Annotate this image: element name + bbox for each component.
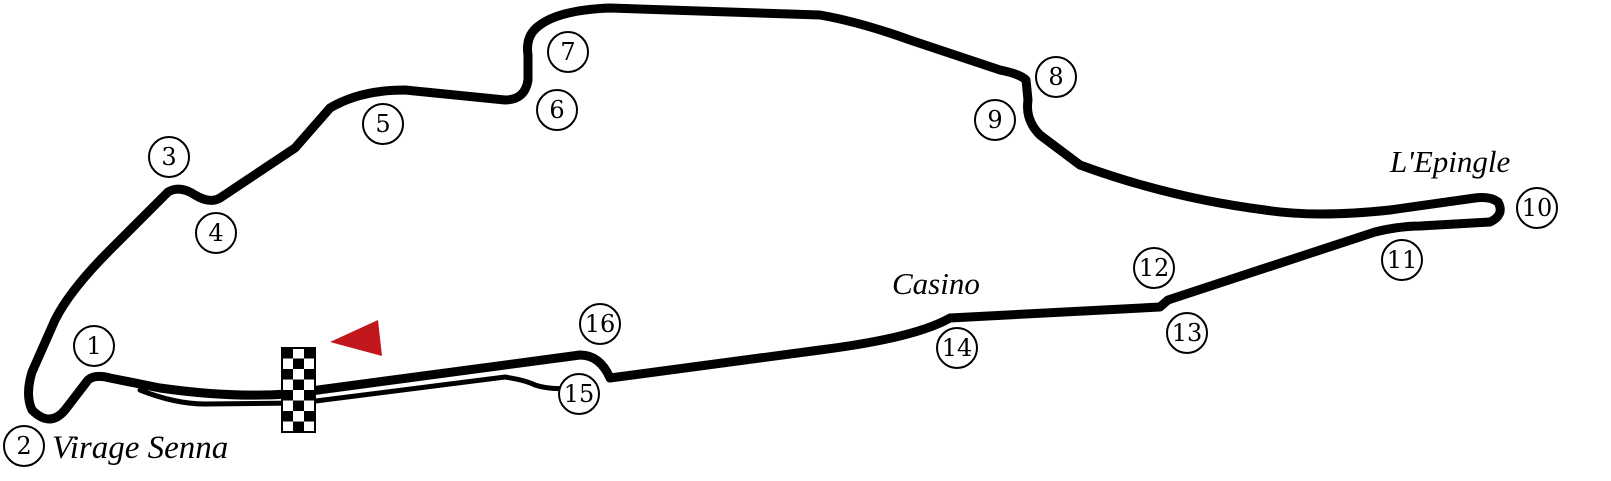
svg-text:3: 3 bbox=[161, 143, 176, 171]
turn-marker-6: 6 bbox=[536, 89, 578, 131]
svg-text:7: 7 bbox=[560, 38, 575, 66]
turn-marker-11: 11 bbox=[1381, 239, 1423, 281]
svg-text:5: 5 bbox=[375, 110, 390, 138]
svg-text:9: 9 bbox=[987, 106, 1002, 134]
turn-marker-13: 13 bbox=[1166, 312, 1208, 354]
svg-text:14: 14 bbox=[942, 334, 973, 362]
turn-marker-3: 3 bbox=[148, 136, 190, 178]
turn-marker-1: 1 bbox=[73, 325, 115, 367]
turn-marker-16: 16 bbox=[579, 303, 621, 345]
svg-text:16: 16 bbox=[585, 310, 616, 338]
svg-text:10: 10 bbox=[1522, 194, 1553, 222]
direction-arrow-icon bbox=[330, 320, 382, 356]
svg-text:4: 4 bbox=[208, 219, 223, 247]
turn-marker-14: 14 bbox=[936, 327, 978, 369]
svg-text:11: 11 bbox=[1387, 246, 1418, 274]
turn-marker-4: 4 bbox=[195, 212, 237, 254]
turn-marker-7: 7 bbox=[547, 31, 589, 73]
track-outline bbox=[24, 3, 1505, 424]
svg-text:8: 8 bbox=[1048, 63, 1063, 91]
svg-text:15: 15 bbox=[564, 380, 595, 408]
pit-lane bbox=[137, 374, 573, 407]
corner-name-casino: Casino bbox=[892, 266, 980, 301]
corner-name-virage-senna: Virage Senna bbox=[52, 430, 228, 466]
turn-marker-10: 10 bbox=[1516, 187, 1558, 229]
turn-marker-9: 9 bbox=[974, 99, 1016, 141]
svg-text:13: 13 bbox=[1172, 319, 1203, 347]
turn-marker-5: 5 bbox=[362, 103, 404, 145]
svg-text:1: 1 bbox=[86, 332, 101, 360]
corner-name-epingle: L'Epingle bbox=[1389, 144, 1511, 179]
turn-marker-8: 8 bbox=[1035, 56, 1077, 98]
svg-text:12: 12 bbox=[1139, 254, 1170, 282]
turn-marker-12: 12 bbox=[1133, 247, 1175, 289]
checkered-flag-icon bbox=[281, 347, 316, 433]
turn-marker-15: 15 bbox=[558, 373, 600, 415]
turn-marker-2: 2 bbox=[3, 425, 45, 467]
svg-text:6: 6 bbox=[549, 96, 564, 124]
svg-text:2: 2 bbox=[16, 432, 31, 460]
